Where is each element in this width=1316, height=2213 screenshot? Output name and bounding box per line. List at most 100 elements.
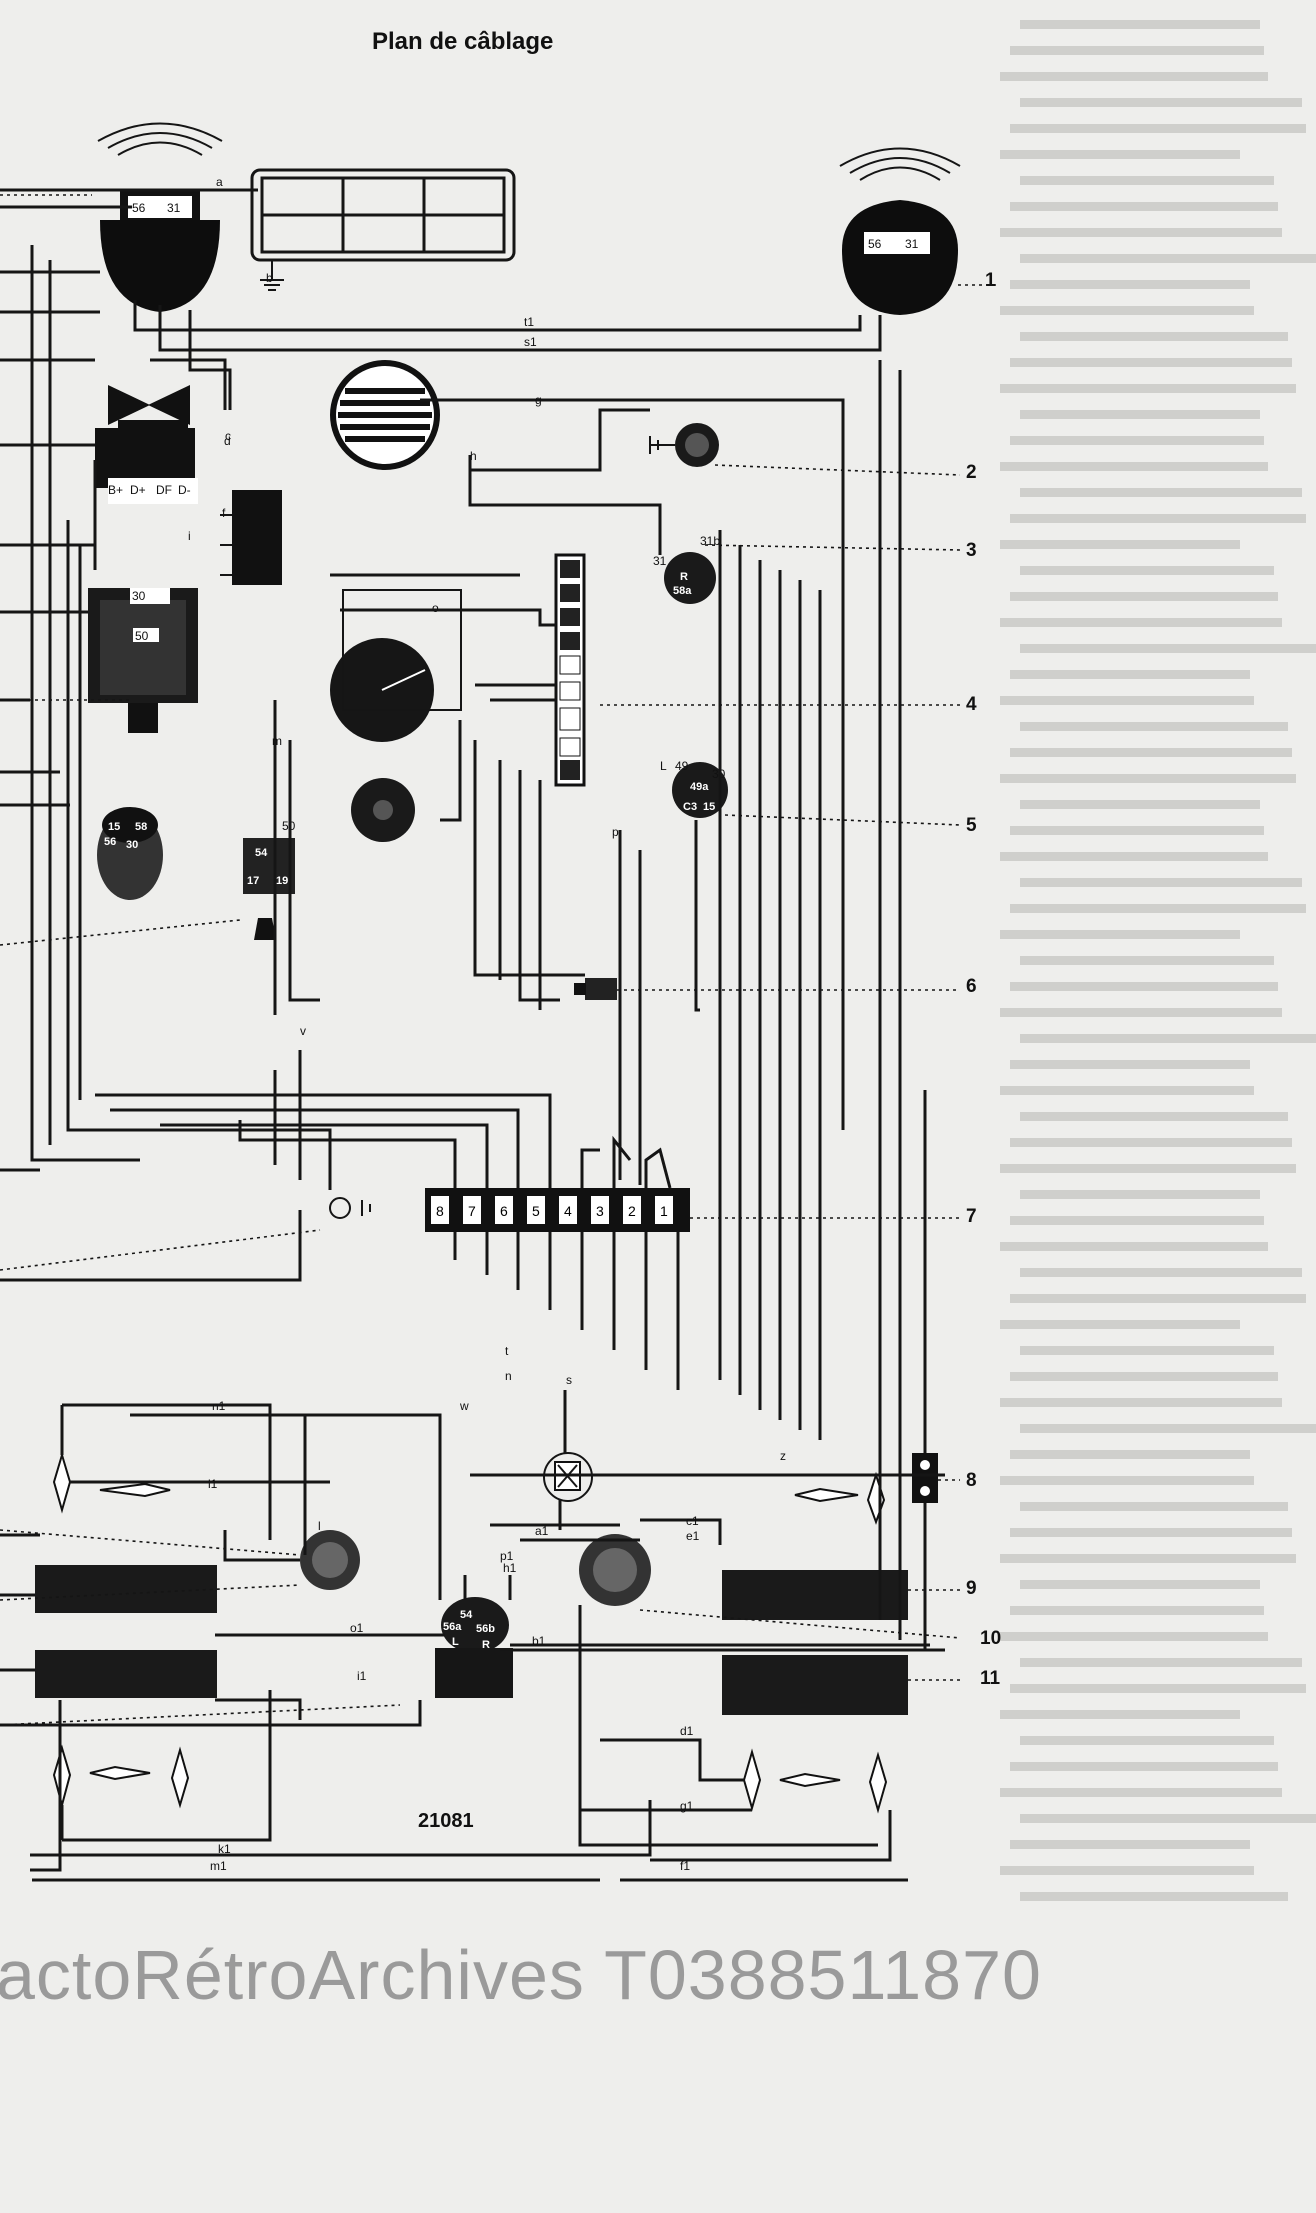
watermark: actoRétroArchives T0388511870 <box>0 1936 1042 2014</box>
callout-10: 10 <box>980 1628 1002 1649</box>
connector-pin-label: 3 <box>596 1203 604 1219</box>
connector-pin-label: 8 <box>436 1203 444 1219</box>
left-rear-light-bar-upper <box>35 1565 217 1613</box>
voltage-regulator: B+ D+ DF D- <box>95 385 198 504</box>
wire-label: v <box>300 1024 306 1038</box>
bleed-line <box>1000 696 1254 705</box>
wire-label: m1 <box>210 1859 227 1873</box>
bleed-line <box>1020 1658 1302 1667</box>
starter-relay: 54 17 19 50 <box>243 819 296 940</box>
right-horn-signal-waves <box>839 147 961 181</box>
bleed-line <box>1010 1762 1278 1771</box>
svg-text:54: 54 <box>460 1609 473 1621</box>
svg-text:D-: D- <box>178 483 191 497</box>
bleed-line <box>1020 1190 1260 1199</box>
bleed-line <box>1020 176 1274 185</box>
svg-text:L: L <box>660 759 667 773</box>
svg-text:56: 56 <box>104 836 116 848</box>
left-rear-lamp-cluster <box>300 1530 360 1590</box>
wire-label: e1 <box>686 1529 700 1543</box>
bleed-line <box>1010 1606 1264 1615</box>
wire-label: l <box>318 1519 321 1533</box>
left-horn: 56 31 <box>100 190 220 312</box>
bleed-line <box>1020 1892 1288 1901</box>
svg-text:R: R <box>482 1639 490 1651</box>
bleed-line <box>1020 98 1302 107</box>
wire-labels: abcdfghik1lmn1opst1s1wvza1b1c1d1e1f1g1h1… <box>188 175 786 1873</box>
bleed-line <box>1010 670 1250 679</box>
relay-callout-5: L 49 49a C3 15 30 <box>660 759 728 818</box>
small-lamp-2 <box>649 423 719 467</box>
left-horn-signal-waves <box>97 122 223 156</box>
connector-pin-box <box>463 1196 481 1224</box>
svg-text:56a: 56a <box>443 1621 462 1633</box>
callout-11: 11 <box>980 1668 1001 1689</box>
bleed-line <box>1000 462 1268 471</box>
svg-text:56b: 56b <box>476 1623 495 1635</box>
wire-label: n1 <box>212 1399 226 1413</box>
bleed-line <box>1000 774 1296 783</box>
svg-text:56: 56 <box>132 201 146 215</box>
connector-pin-label: 7 <box>468 1203 476 1219</box>
connector-pin-box <box>591 1196 609 1224</box>
bleed-line <box>1010 202 1278 211</box>
bleed-line <box>1000 1788 1282 1797</box>
bleed-line <box>1000 852 1268 861</box>
bleed-line <box>1010 46 1264 55</box>
wire-label: t1 <box>524 315 534 329</box>
svg-text:31b: 31b <box>700 534 720 548</box>
bleed-line <box>1020 1346 1274 1355</box>
ignition-coil: 30 50 <box>88 588 198 733</box>
callout-leaders <box>0 194 1000 1726</box>
wire-label: a <box>216 175 223 189</box>
bleed-line <box>1000 228 1282 237</box>
svg-text:50: 50 <box>135 629 149 643</box>
wire-label: o1 <box>350 1621 364 1635</box>
ignition-switch: 15 58 56 30 <box>97 807 163 900</box>
callout-4: 4 <box>966 694 977 715</box>
wire-label: b <box>266 271 273 285</box>
small-gauge <box>351 778 415 842</box>
bleed-line <box>1010 1372 1278 1381</box>
bleed-line <box>1000 72 1268 81</box>
wire-label: h <box>470 449 477 463</box>
battery-ground-symbol <box>329 1197 371 1219</box>
svg-text:L: L <box>452 1636 459 1648</box>
right-rear-lamp-cluster <box>579 1534 651 1606</box>
bleed-line <box>1000 1242 1268 1251</box>
bleed-line <box>1000 1710 1240 1719</box>
callout-3: 3 <box>966 540 977 561</box>
wire-label: k1 <box>218 1842 231 1856</box>
connector-pin-box <box>431 1196 449 1224</box>
bleed-line <box>1000 1476 1254 1485</box>
wire-label: o <box>432 601 439 615</box>
wire-label: g1 <box>680 1799 694 1813</box>
bleed-line <box>1020 1424 1316 1433</box>
rear-switch <box>543 1452 593 1502</box>
svg-text:54: 54 <box>255 847 268 859</box>
connector-pin-label: 1 <box>660 1203 668 1219</box>
svg-text:58: 58 <box>135 821 147 833</box>
wire-label: f1 <box>680 1859 690 1873</box>
callout-9: 9 <box>966 1578 977 1599</box>
bleed-line <box>1010 358 1292 367</box>
heated-rear-window <box>250 168 516 291</box>
callout-5: 5 <box>966 815 977 836</box>
bleed-line <box>1000 1086 1254 1095</box>
bleed-line <box>1010 826 1264 835</box>
page-title: Plan de câblage <box>372 28 554 55</box>
bleed-line <box>1020 644 1316 653</box>
sensor-callout-6 <box>574 978 617 1000</box>
regulator-relay <box>220 490 282 585</box>
bleed-line <box>1020 1034 1316 1043</box>
wire-label: g <box>535 393 542 407</box>
bleed-line <box>1000 150 1240 159</box>
bleed-line <box>1010 280 1250 289</box>
bleed-line <box>1020 20 1260 29</box>
wire-label: c1 <box>686 1514 699 1528</box>
bleed-line <box>1020 1268 1302 1277</box>
bleed-line <box>1000 1320 1240 1329</box>
right-rear-light-bar-11 <box>722 1655 908 1715</box>
connector-pin-box <box>623 1196 641 1224</box>
